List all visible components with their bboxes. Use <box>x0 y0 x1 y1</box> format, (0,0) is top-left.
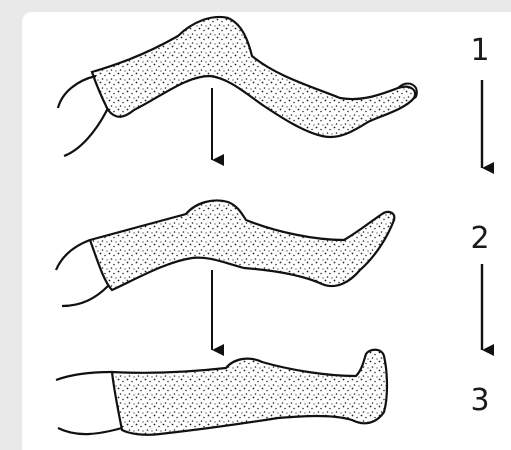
leg-stage-2 <box>56 201 394 307</box>
cast-2 <box>90 201 394 291</box>
step-number-3: 3 <box>470 383 489 418</box>
leg-stage-3 <box>56 350 387 435</box>
leg-stage-1 <box>58 17 417 156</box>
cast-1 <box>92 17 415 137</box>
step-number-2: 2 <box>470 221 489 256</box>
step-number-1: 1 <box>470 33 489 68</box>
cast-3 <box>112 350 387 435</box>
thigh-3 <box>56 372 122 434</box>
